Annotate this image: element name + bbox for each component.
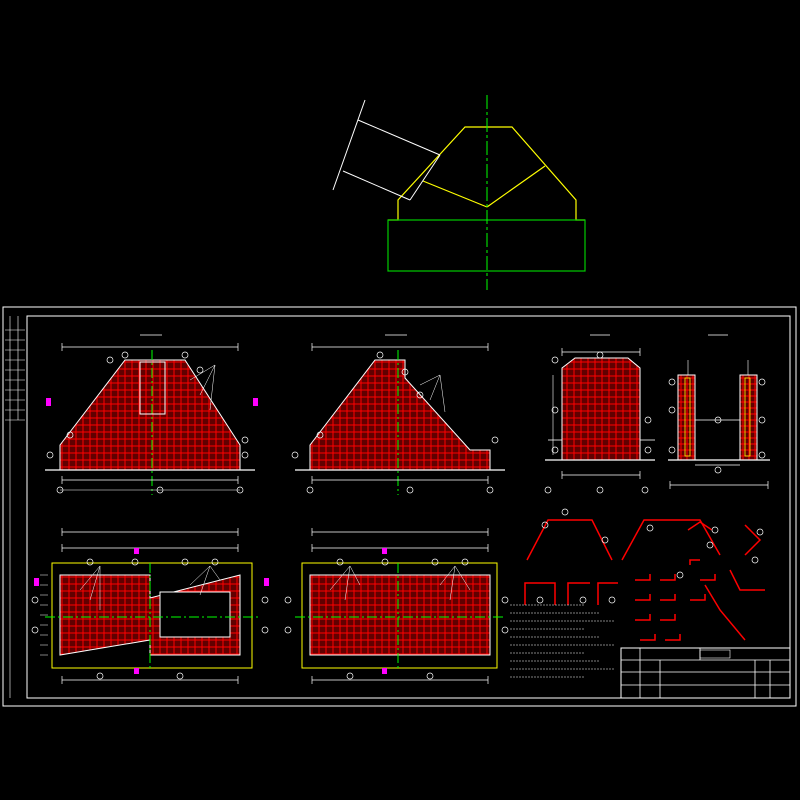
sheet-inner-border (26, 315, 791, 699)
plan-road-edge-3 (342, 170, 411, 201)
plan-road-edge-1 (332, 99, 366, 191)
plan-inner-right (486, 165, 546, 208)
sheet-outer-border (2, 306, 797, 707)
title-block (620, 647, 791, 699)
plan-view (332, 95, 586, 290)
plan-rebar-view-2 (284, 528, 509, 684)
section-view-1 (45, 334, 258, 495)
general-notes (510, 604, 615, 678)
section-view-3 (544, 334, 655, 494)
rebar-shape-details (524, 508, 765, 641)
plan-road-edge-2 (357, 119, 441, 156)
binding-strip (5, 316, 25, 698)
plan-inner-left (422, 180, 488, 208)
section-view-2 (291, 334, 505, 495)
plan-outline (388, 126, 585, 221)
section-view-4 (668, 334, 770, 489)
plan-road-edge-4 (409, 154, 441, 201)
plan-rebar-view-1 (31, 528, 269, 684)
